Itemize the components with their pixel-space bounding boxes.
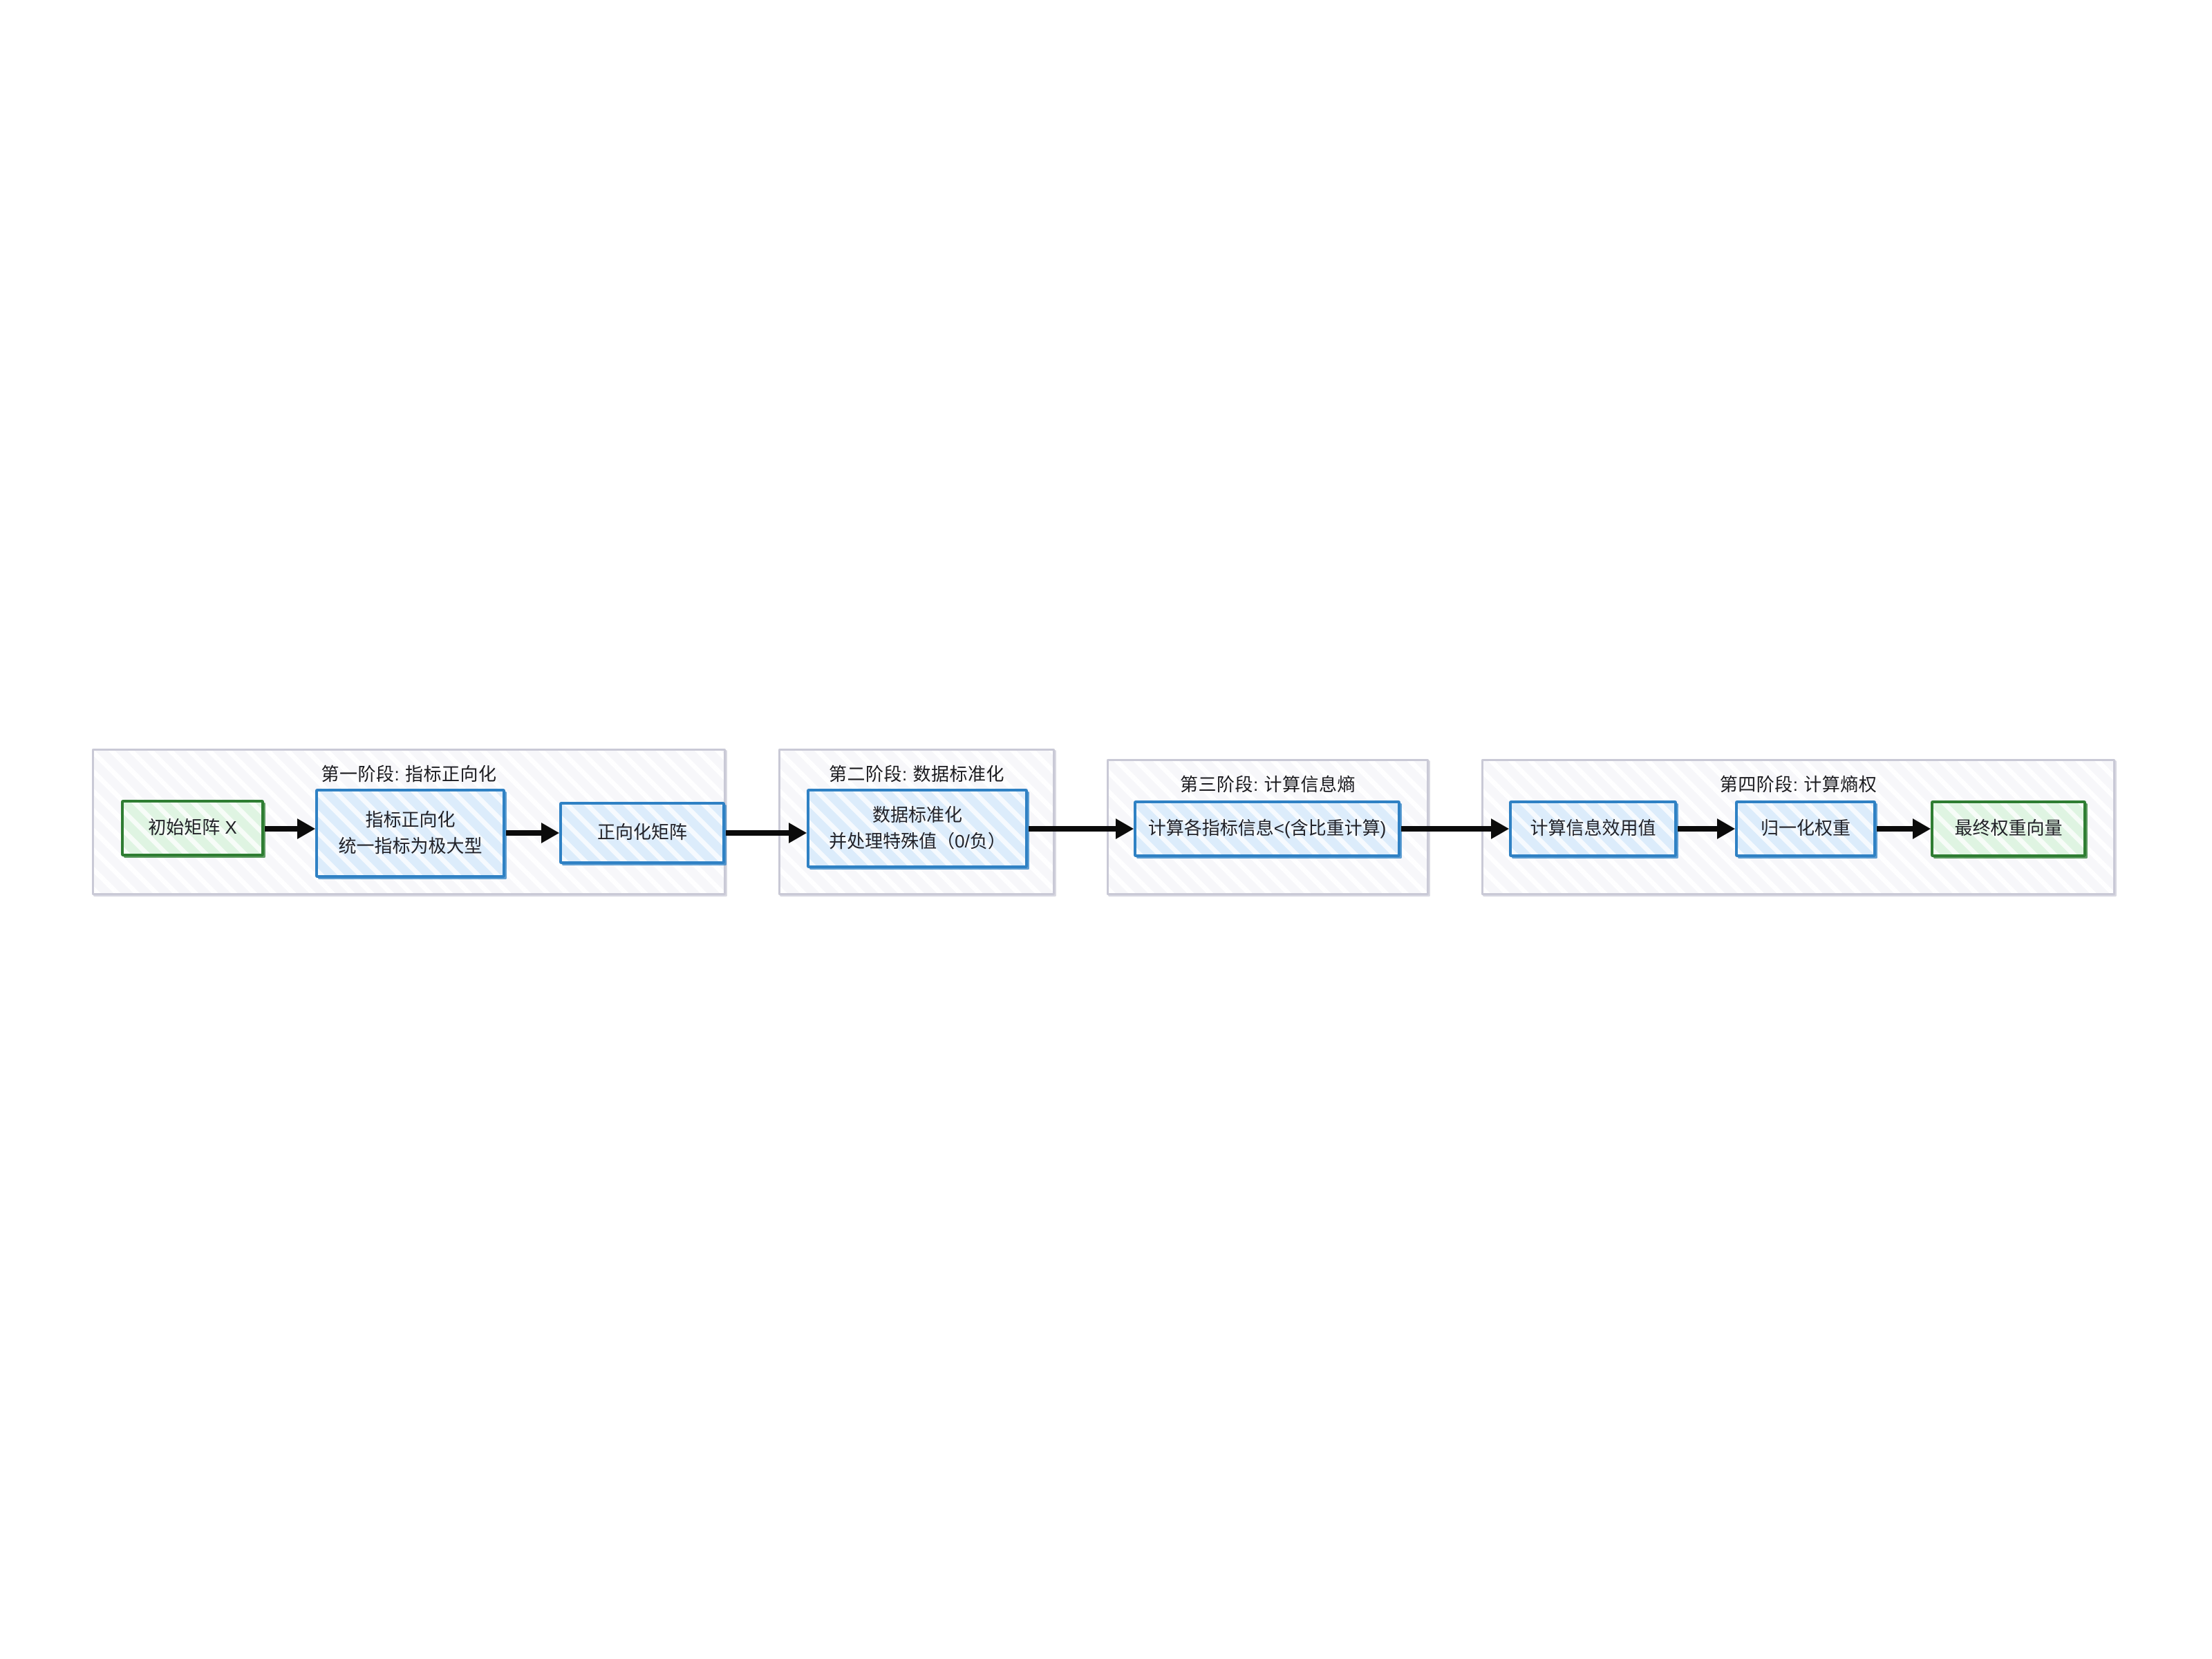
node-information-entropy[interactable]: 计算各指标信息<(含比重计算) bbox=[1134, 800, 1400, 857]
edge-shaft bbox=[726, 830, 789, 836]
arrow-head-icon bbox=[1116, 818, 1134, 839]
node-label-line: 并处理特殊值（0/负） bbox=[829, 830, 1006, 852]
node-label-line: 正向化矩阵 bbox=[597, 822, 687, 843]
node-forward-matrix[interactable]: 正向化矩阵 bbox=[559, 802, 725, 864]
node-label-line: 计算各指标信息<(含比重计算) bbox=[1147, 818, 1387, 839]
node-final-weight-vector[interactable]: 最终权重向量 bbox=[1931, 800, 2086, 857]
node-label-line: 计算信息效用值 bbox=[1530, 818, 1656, 839]
arrow-head-icon bbox=[789, 823, 807, 843]
arrow-head-icon bbox=[1491, 818, 1509, 839]
edge-shaft bbox=[1401, 826, 1491, 832]
node-label-line: 最终权重向量 bbox=[1954, 818, 2063, 839]
edge-shaft bbox=[506, 830, 541, 836]
node-label-line: 指标正向化 bbox=[365, 809, 456, 830]
edge-shaft bbox=[265, 826, 297, 832]
stage-title-1: 第一阶段: 指标正向化 bbox=[321, 764, 497, 785]
node-initial-matrix[interactable]: 初始矩阵 X bbox=[121, 800, 264, 856]
node-data-standardization[interactable]: 数据标准化 并处理特殊值（0/负） bbox=[807, 789, 1028, 868]
node-indicator-forward[interactable]: 指标正向化 统一指标为极大型 bbox=[315, 789, 505, 878]
edge-shaft bbox=[1029, 826, 1116, 832]
arrow-head-icon bbox=[1717, 818, 1735, 839]
stage-title-4: 第四阶段: 计算熵权 bbox=[1719, 774, 1877, 795]
node-label-line: 初始矩阵 X bbox=[148, 817, 237, 838]
arrow-head-icon bbox=[541, 823, 559, 843]
node-label-line: 归一化权重 bbox=[1760, 818, 1850, 839]
arrow-head-icon bbox=[297, 818, 315, 839]
stage-title-3: 第三阶段: 计算信息熵 bbox=[1180, 774, 1356, 795]
node-label-line: 数据标准化 bbox=[872, 804, 962, 825]
edge-shaft bbox=[1877, 826, 1913, 832]
arrow-head-icon bbox=[1913, 818, 1931, 839]
edge-shaft bbox=[1678, 826, 1717, 832]
node-information-utility[interactable]: 计算信息效用值 bbox=[1509, 800, 1677, 857]
node-normalized-weight[interactable]: 归一化权重 bbox=[1735, 800, 1876, 857]
stage-title-2: 第二阶段: 数据标准化 bbox=[829, 764, 1004, 785]
node-label-line: 统一指标为极大型 bbox=[338, 835, 482, 856]
